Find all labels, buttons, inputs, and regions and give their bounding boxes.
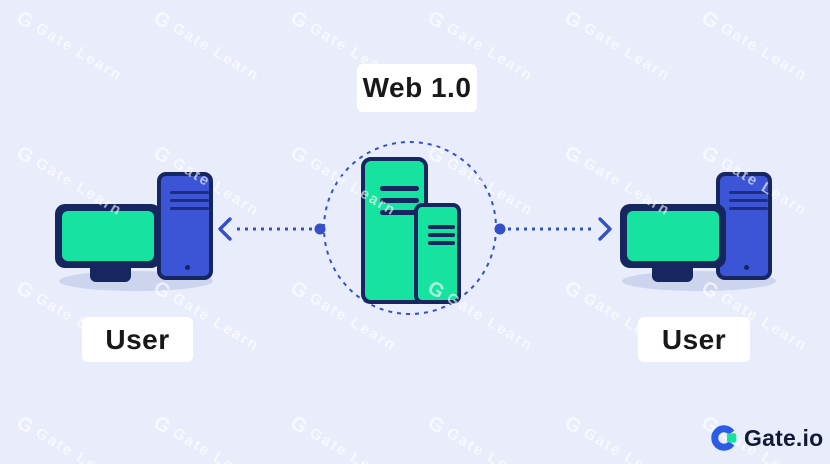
gate-logo-icon: G — [149, 6, 176, 35]
left-arrow — [218, 217, 326, 241]
gate-logo-icon: G — [286, 276, 313, 305]
tower-power-dot — [744, 265, 749, 270]
page-title: Web 1.0 — [362, 72, 472, 103]
server-slot-line — [428, 225, 455, 229]
gate-logo-icon: G — [560, 276, 587, 305]
server-tower-small-icon — [414, 203, 461, 304]
tower-vent-line — [729, 199, 768, 202]
watermark: GGate Learn — [12, 412, 127, 464]
server-slot-line — [428, 241, 455, 245]
gate-logo-icon: G — [149, 141, 176, 170]
tower-vent-line — [170, 207, 209, 210]
gate-logo-icon: G — [12, 6, 39, 35]
tower-power-dot — [185, 265, 190, 270]
gate-logo-icon: G — [560, 411, 587, 440]
left-user-label-box: User — [82, 317, 193, 362]
watermark-text: Gate Learn — [32, 424, 126, 464]
gate-logo-text: Gate.io — [744, 424, 824, 451]
watermark-text: Gate Learn — [580, 19, 674, 85]
watermark: GGate Learn — [560, 7, 675, 88]
tower-vent-line — [170, 199, 209, 202]
gate-logo-icon: G — [149, 411, 176, 440]
gate-logo-icon: G — [286, 141, 313, 170]
server-slot-line — [380, 186, 419, 191]
gate-logo-icon: G — [12, 141, 39, 170]
monitor-screen — [62, 211, 154, 261]
right-user-label-box: User — [638, 317, 750, 362]
watermark: GGate Learn — [149, 7, 264, 88]
tower-vent-line — [729, 207, 768, 210]
gate-logo-icon: G — [697, 6, 724, 35]
right-user-label: User — [661, 323, 727, 355]
server-slot-line — [380, 210, 419, 215]
gate-logo-icon: G — [697, 141, 724, 170]
gate-logo-icon: G — [560, 141, 587, 170]
monitor-icon — [55, 204, 161, 268]
left-user-label: User — [105, 323, 170, 355]
watermark-text: Gate Learn — [169, 424, 263, 464]
watermark-text: Gate Learn — [580, 424, 674, 464]
gate-logo-icon: G — [12, 411, 39, 440]
pc-tower-icon — [157, 172, 213, 280]
gate-logo-icon: G — [560, 6, 587, 35]
server-slot-line — [380, 198, 419, 203]
gate-logo-icon: G — [286, 411, 313, 440]
tower-vent-line — [170, 191, 209, 194]
watermark: GGate Learn — [149, 412, 264, 464]
gate-logo-icon: G — [12, 276, 39, 305]
gate-logo-icon: G — [423, 411, 450, 440]
watermark-text: Gate Learn — [443, 424, 537, 464]
server-slot-line — [428, 233, 455, 237]
watermark-text: Gate Learn — [32, 19, 126, 85]
monitor-screen — [627, 211, 719, 261]
watermark: GGate Learn — [286, 412, 401, 464]
monitor-stand — [90, 266, 131, 282]
watermark: GGate Learn — [560, 412, 675, 464]
monitor-icon — [620, 204, 726, 268]
gate-logo-icon: G — [423, 6, 450, 35]
gate-logo-icon: G — [286, 6, 313, 35]
watermark-text: Gate Learn — [306, 424, 400, 464]
watermark: GGate Learn — [12, 7, 127, 88]
watermark: GGate Learn — [697, 7, 812, 88]
title-box: Web 1.0 — [357, 64, 477, 112]
watermark-text: Gate Learn — [169, 19, 263, 85]
watermark: GGate Learn — [423, 412, 538, 464]
gate-io-logo: Gate.io — [710, 424, 823, 452]
watermark-text: Gate Learn — [717, 19, 811, 85]
tower-vent-line — [729, 191, 768, 194]
right-arrow — [494, 217, 612, 241]
gate-logo-mark-icon — [711, 425, 737, 451]
monitor-stand — [652, 266, 693, 282]
